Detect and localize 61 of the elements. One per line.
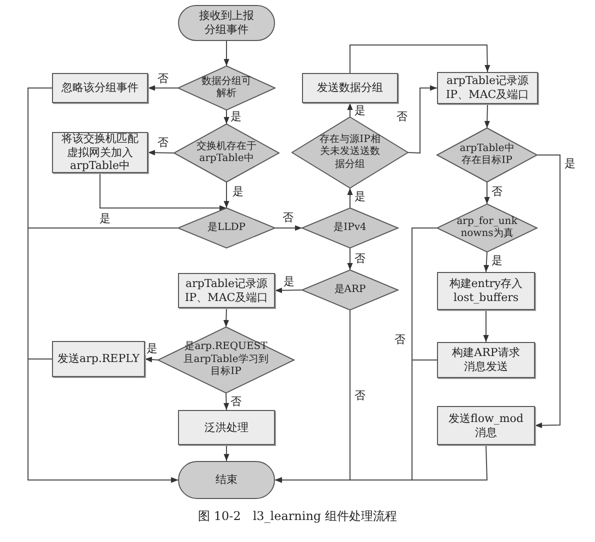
arrow	[148, 150, 174, 156]
process-box: 将该交换机匹配虚拟网关加入arpTable中	[52, 132, 148, 173]
arrow	[224, 182, 230, 208]
edge-label: 是	[354, 190, 366, 204]
edge-label: 是	[564, 158, 576, 170]
arrow	[483, 310, 489, 342]
arrow	[347, 248, 353, 270]
arrow	[100, 172, 227, 211]
decision-diamond: 数据分组可解析	[178, 66, 275, 110]
decision-diamond: arpTable中存在目标IP	[437, 128, 537, 182]
edge-label: 是	[232, 186, 244, 198]
edge-label: 是	[230, 110, 242, 124]
arrow	[28, 358, 178, 483]
process-box: 构建ARP请求消息发送	[437, 342, 535, 378]
arrow	[224, 392, 230, 410]
process-box: 构建entry存入lost_buffers	[437, 272, 535, 310]
edge-label: 否	[282, 212, 294, 224]
edge-label: 否	[156, 72, 170, 86]
figure-caption: 图 10-2 l3_learning 组件处理流程	[198, 509, 397, 523]
edge-label: 是	[98, 212, 112, 226]
decision-diamond: 是IPv4	[302, 208, 398, 248]
arrow	[408, 85, 438, 154]
decision-diamond: 是ARP	[302, 270, 398, 310]
decision-diamond: arp_for_unknowns为真	[437, 204, 537, 252]
arrow	[274, 225, 302, 231]
edge-label: 是	[146, 342, 158, 356]
edge-label: 是	[354, 104, 366, 118]
edge-label: 否	[490, 186, 504, 198]
decision-diamond: 是arp.REQUEST且arpTable学习到目标IP	[158, 327, 294, 393]
arrow	[484, 104, 490, 128]
arrow	[274, 310, 350, 483]
arrow	[148, 85, 178, 91]
process-box: 泛洪处理	[178, 410, 275, 445]
arrow	[144, 356, 158, 362]
process-box: 发送arp.REPLY	[52, 341, 145, 377]
edge-label: 否	[230, 396, 242, 408]
process-box: 忽略该分组事件	[52, 73, 148, 103]
edge-label: 否	[396, 110, 408, 124]
arrow	[484, 182, 490, 204]
edge-label: 是	[282, 276, 296, 288]
edge-label: 否	[354, 390, 366, 402]
edge-label: 否	[394, 334, 406, 346]
arrow	[347, 188, 353, 208]
process-box: arpTable记录源IP、MAC及端口	[437, 72, 538, 104]
decision-diamond: 是LLDP	[178, 208, 275, 248]
arrow	[224, 110, 230, 124]
arrow	[224, 40, 230, 66]
process-box: 发送flow_mod消息	[437, 406, 535, 445]
decision-diamond: 交换机存在于arpTable中	[174, 124, 279, 182]
arrow	[484, 252, 490, 272]
edge-label: 是	[490, 254, 504, 268]
edge-label: 否	[354, 252, 366, 266]
process-box: arpTable记录源IP、MAC及端口	[178, 273, 275, 308]
edge-label: 否	[156, 136, 170, 150]
process-box: 发送数据分组	[302, 73, 398, 103]
arrow	[223, 308, 229, 328]
arrow	[350, 44, 490, 74]
arrow	[274, 288, 302, 294]
arrow	[224, 444, 230, 462]
arrow	[534, 154, 560, 428]
arrow	[347, 102, 353, 118]
